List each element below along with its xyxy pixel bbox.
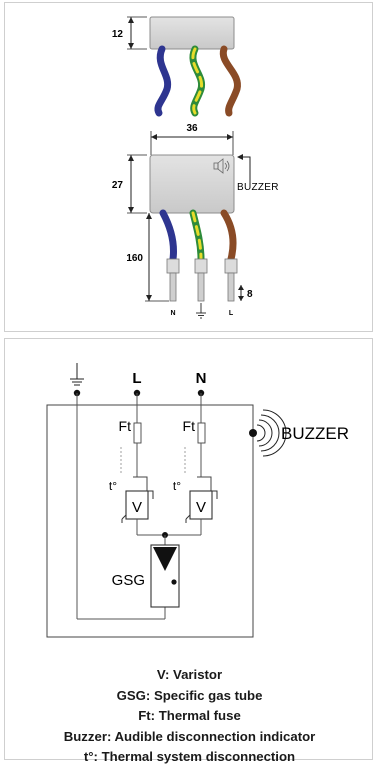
legend-item-gsg: GSG: Specific gas tube [116, 687, 263, 703]
buzzer-wave-4 [262, 409, 287, 457]
thermal-switch-right [197, 476, 212, 492]
thermal-switch-left [133, 476, 148, 492]
schematic-diagram: L N Ft Ft t° t° [46, 363, 349, 638]
gas-tube-symbol [153, 547, 177, 571]
terminal-label-l: L [229, 310, 234, 317]
label-thermal-right: t° [173, 479, 181, 493]
earth-icon [196, 303, 206, 319]
enclosure-outline [46, 404, 254, 638]
device-body [149, 154, 235, 214]
legend-item-buzzer: Buzzer: Audible disconnection indicator [63, 728, 316, 744]
label-n: N [196, 370, 207, 387]
cap-blue-wire [154, 45, 172, 117]
thermal-fuse-left [133, 422, 142, 444]
legend-item-varistor: V: Varistor [156, 667, 223, 682]
speaker-icon [213, 158, 230, 174]
label-v-left: V [132, 499, 142, 516]
dim-label-160: 160 [126, 253, 143, 264]
dimensions-drawing: 12 36 BUZZER [112, 16, 279, 319]
label-gsg: GSG [112, 572, 145, 589]
buzzer-label-top: BUZZER [237, 182, 279, 193]
buzzer-label: BUZZER [281, 424, 349, 443]
buzzer-wave-1 [256, 424, 266, 442]
label-ft-left: Ft [119, 418, 132, 434]
thermal-fuse-right [197, 422, 206, 444]
dim-label-27: 27 [112, 180, 124, 191]
dim-label-8: 8 [247, 289, 253, 300]
body-brown-wire [220, 209, 237, 263]
dimensions-panel: 12 36 BUZZER [4, 2, 373, 332]
ferrule-n [166, 258, 180, 302]
label-thermal-left: t° [109, 479, 117, 493]
body-blue-wire [159, 209, 177, 263]
legend-item-thermal-fuse: Ft: Thermal fuse [138, 708, 241, 724]
cap-brown-wire [219, 45, 241, 117]
buzzer-pointer [239, 156, 251, 183]
buzzer-wave-2 [258, 419, 273, 447]
legend-item-thermal-disconnection: t°: Thermal system disconnection [83, 749, 296, 765]
schematic-panel: L N Ft Ft t° t° [4, 338, 373, 764]
cap-block [149, 16, 235, 50]
label-v-right: V [196, 499, 206, 516]
label-l: L [132, 370, 141, 387]
ferrule-l [224, 258, 238, 302]
buzzer-wave-3 [260, 414, 280, 452]
label-ft-right: Ft [183, 418, 196, 434]
dim-label-36: 36 [186, 123, 198, 134]
earth-symbol [70, 363, 84, 386]
ferrule-earth [194, 258, 208, 302]
legend: V: Varistor GSG: Specific gas tube Ft: T… [1, 665, 377, 768]
dim-label-12: 12 [112, 29, 124, 40]
terminal-label-n: N [170, 310, 175, 317]
buzzer-dot [249, 429, 257, 437]
